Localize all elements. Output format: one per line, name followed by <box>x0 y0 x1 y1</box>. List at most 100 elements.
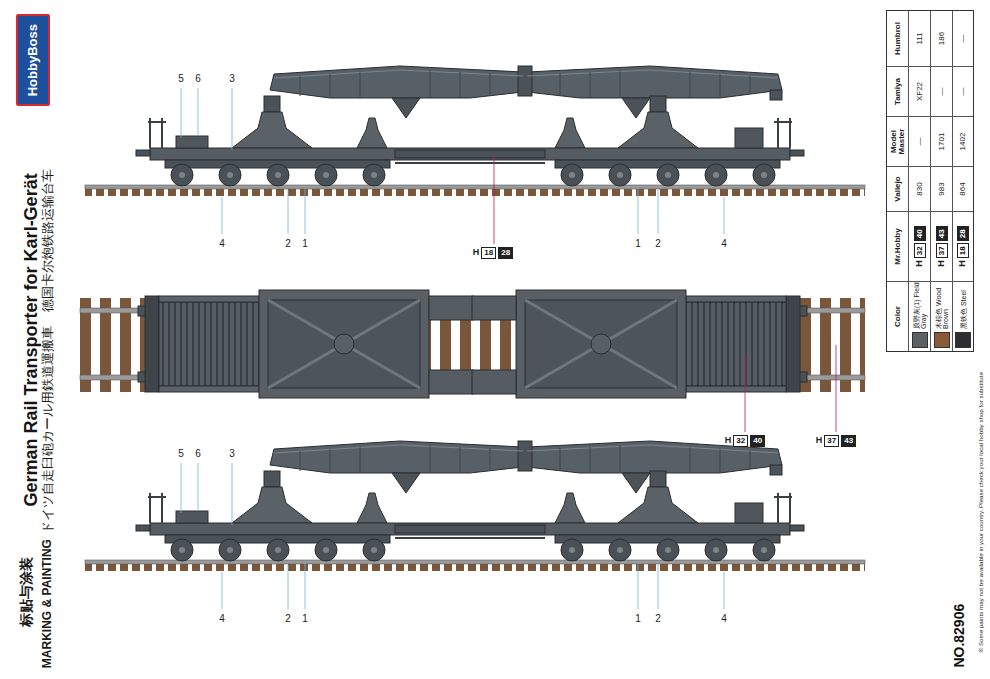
paint-prefix: H <box>816 436 823 446</box>
paint-code: H3743 <box>816 435 856 447</box>
table-cell: — <box>909 116 931 166</box>
table-cell: 864 <box>953 166 973 211</box>
paint-number: 32 <box>914 243 926 258</box>
callout-number: 4 <box>219 613 225 624</box>
callout-number: 2 <box>655 613 661 624</box>
table-cell: Tamiya <box>887 66 909 116</box>
table-cell: — <box>953 11 973 66</box>
paint-code: H 18 28 <box>957 226 969 266</box>
table-cell-text: 830 <box>916 182 924 195</box>
paint-number: 32 <box>733 435 748 447</box>
callout-number: 5 <box>178 448 184 459</box>
table-cell-text: 983 <box>938 182 946 195</box>
table-cell-text: — <box>916 138 924 146</box>
callout-number: 3 <box>229 73 235 84</box>
callout-number: 2 <box>285 613 291 624</box>
paint-code: H 32 40 <box>914 226 926 266</box>
section-heading: 标贴与涂装 <box>19 557 34 627</box>
table-header: Humbrol <box>894 22 902 55</box>
paint-number: 18 <box>481 247 496 259</box>
table-cell: Model Master <box>887 116 909 166</box>
paint-prefix: H <box>915 260 925 267</box>
paint-number: 43 <box>936 226 948 241</box>
color-name: 木棕色 Wood Brown <box>935 282 949 329</box>
callout-number: 1 <box>302 613 308 624</box>
table-cell: 111 <box>909 11 931 66</box>
paint-number: 18 <box>957 243 969 258</box>
subtitle: 德国卡尔炮铁路运输台车 <box>41 168 55 311</box>
table-cell-text: 111 <box>916 32 924 44</box>
paint-prefix: H <box>937 260 947 267</box>
sheet-title: German Rail Transporter for Karl-Gerät <box>22 173 42 506</box>
paint-prefix: H <box>958 260 968 267</box>
paint-code: H1828 <box>473 247 513 259</box>
paint-table: Color Mr.Hobby Vallejo Model MasterTamiya Hu… <box>886 10 974 352</box>
callout-number: 2 <box>285 238 291 249</box>
table-cell: Color <box>887 281 909 351</box>
paint-prefix: H <box>725 436 732 446</box>
paint-code: H 37 43 <box>936 226 948 266</box>
table-cell: 1701 <box>931 116 953 166</box>
table-cell: H 37 43 <box>931 211 953 281</box>
callout-number: 6 <box>195 73 201 84</box>
callout-number: 2 <box>655 238 661 249</box>
table-cell-text: 864 <box>959 182 967 195</box>
table-cell-text: — <box>959 35 967 43</box>
table-cell: 983 <box>931 166 953 211</box>
callout-number: 4 <box>721 238 727 249</box>
table-cell-text: — <box>959 88 967 96</box>
table-cell-text: XF22 <box>916 82 924 101</box>
logo-text: HobbyBoss <box>26 24 40 96</box>
table-cell: — <box>931 66 953 116</box>
kit-number: NO.82906 <box>952 604 967 668</box>
table-cell: XF22 <box>909 66 931 116</box>
table-cell-text: — <box>938 88 946 96</box>
callout-number: 1 <box>302 238 308 249</box>
callout-number: 3 <box>229 448 235 459</box>
color-name: 黑铁色 Steel <box>960 282 967 329</box>
paint-number: 43 <box>841 435 856 447</box>
table-cell: H 18 28 <box>953 211 973 281</box>
table-cell: Humbrol <box>887 11 909 66</box>
paint-number: 40 <box>914 226 926 241</box>
callout-number: 4 <box>721 613 727 624</box>
table-cell-text: 1701 <box>938 133 946 151</box>
color-swatch <box>934 332 950 348</box>
brand-logo: HobbyBoss <box>16 14 50 106</box>
table-cell: H 32 40 <box>909 211 931 281</box>
color-swatch <box>955 332 971 348</box>
paint-code: H3240 <box>725 435 765 447</box>
paint-number: 37 <box>824 435 839 447</box>
callout-number: 1 <box>635 238 641 249</box>
table-cell: 原野灰(1) Field Gray <box>909 281 931 351</box>
callout-number: 1 <box>635 613 641 624</box>
paint-number: 37 <box>936 243 948 258</box>
paint-number: 28 <box>498 247 513 259</box>
table-cell: 186 <box>931 11 953 66</box>
table-cell-text: 186 <box>938 32 946 45</box>
table-header: Vallejo <box>894 176 902 201</box>
paint-prefix: H <box>473 248 480 258</box>
table-header: Model Master <box>890 117 906 166</box>
table-cell: Vallejo <box>887 166 909 211</box>
table-cell: 1402 <box>953 116 973 166</box>
section-heading: MARKING & PAINTING <box>41 539 54 668</box>
color-swatch <box>912 332 928 348</box>
paint-number: 28 <box>957 226 969 241</box>
table-header: Mr.Hobby <box>894 228 902 264</box>
footnote: ※ Some paints may not be available in yo… <box>978 372 985 653</box>
paint-number: 40 <box>750 435 765 447</box>
callout-number: 6 <box>195 448 201 459</box>
table-cell: 黑铁色 Steel <box>953 281 973 351</box>
table-header: Color <box>894 306 902 327</box>
table-cell-text: 1402 <box>959 133 967 151</box>
subtitle: ドイツ自走臼砲カール用鉄道運搬車 <box>41 326 55 534</box>
table-cell: Mr.Hobby <box>887 211 909 281</box>
callout-number: 5 <box>178 73 184 84</box>
color-name: 原野灰(1) Field Gray <box>913 282 927 329</box>
table-cell: — <box>953 66 973 116</box>
table-cell: 木棕色 Wood Brown <box>931 281 953 351</box>
table-cell: 830 <box>909 166 931 211</box>
callout-number: 4 <box>219 238 225 249</box>
